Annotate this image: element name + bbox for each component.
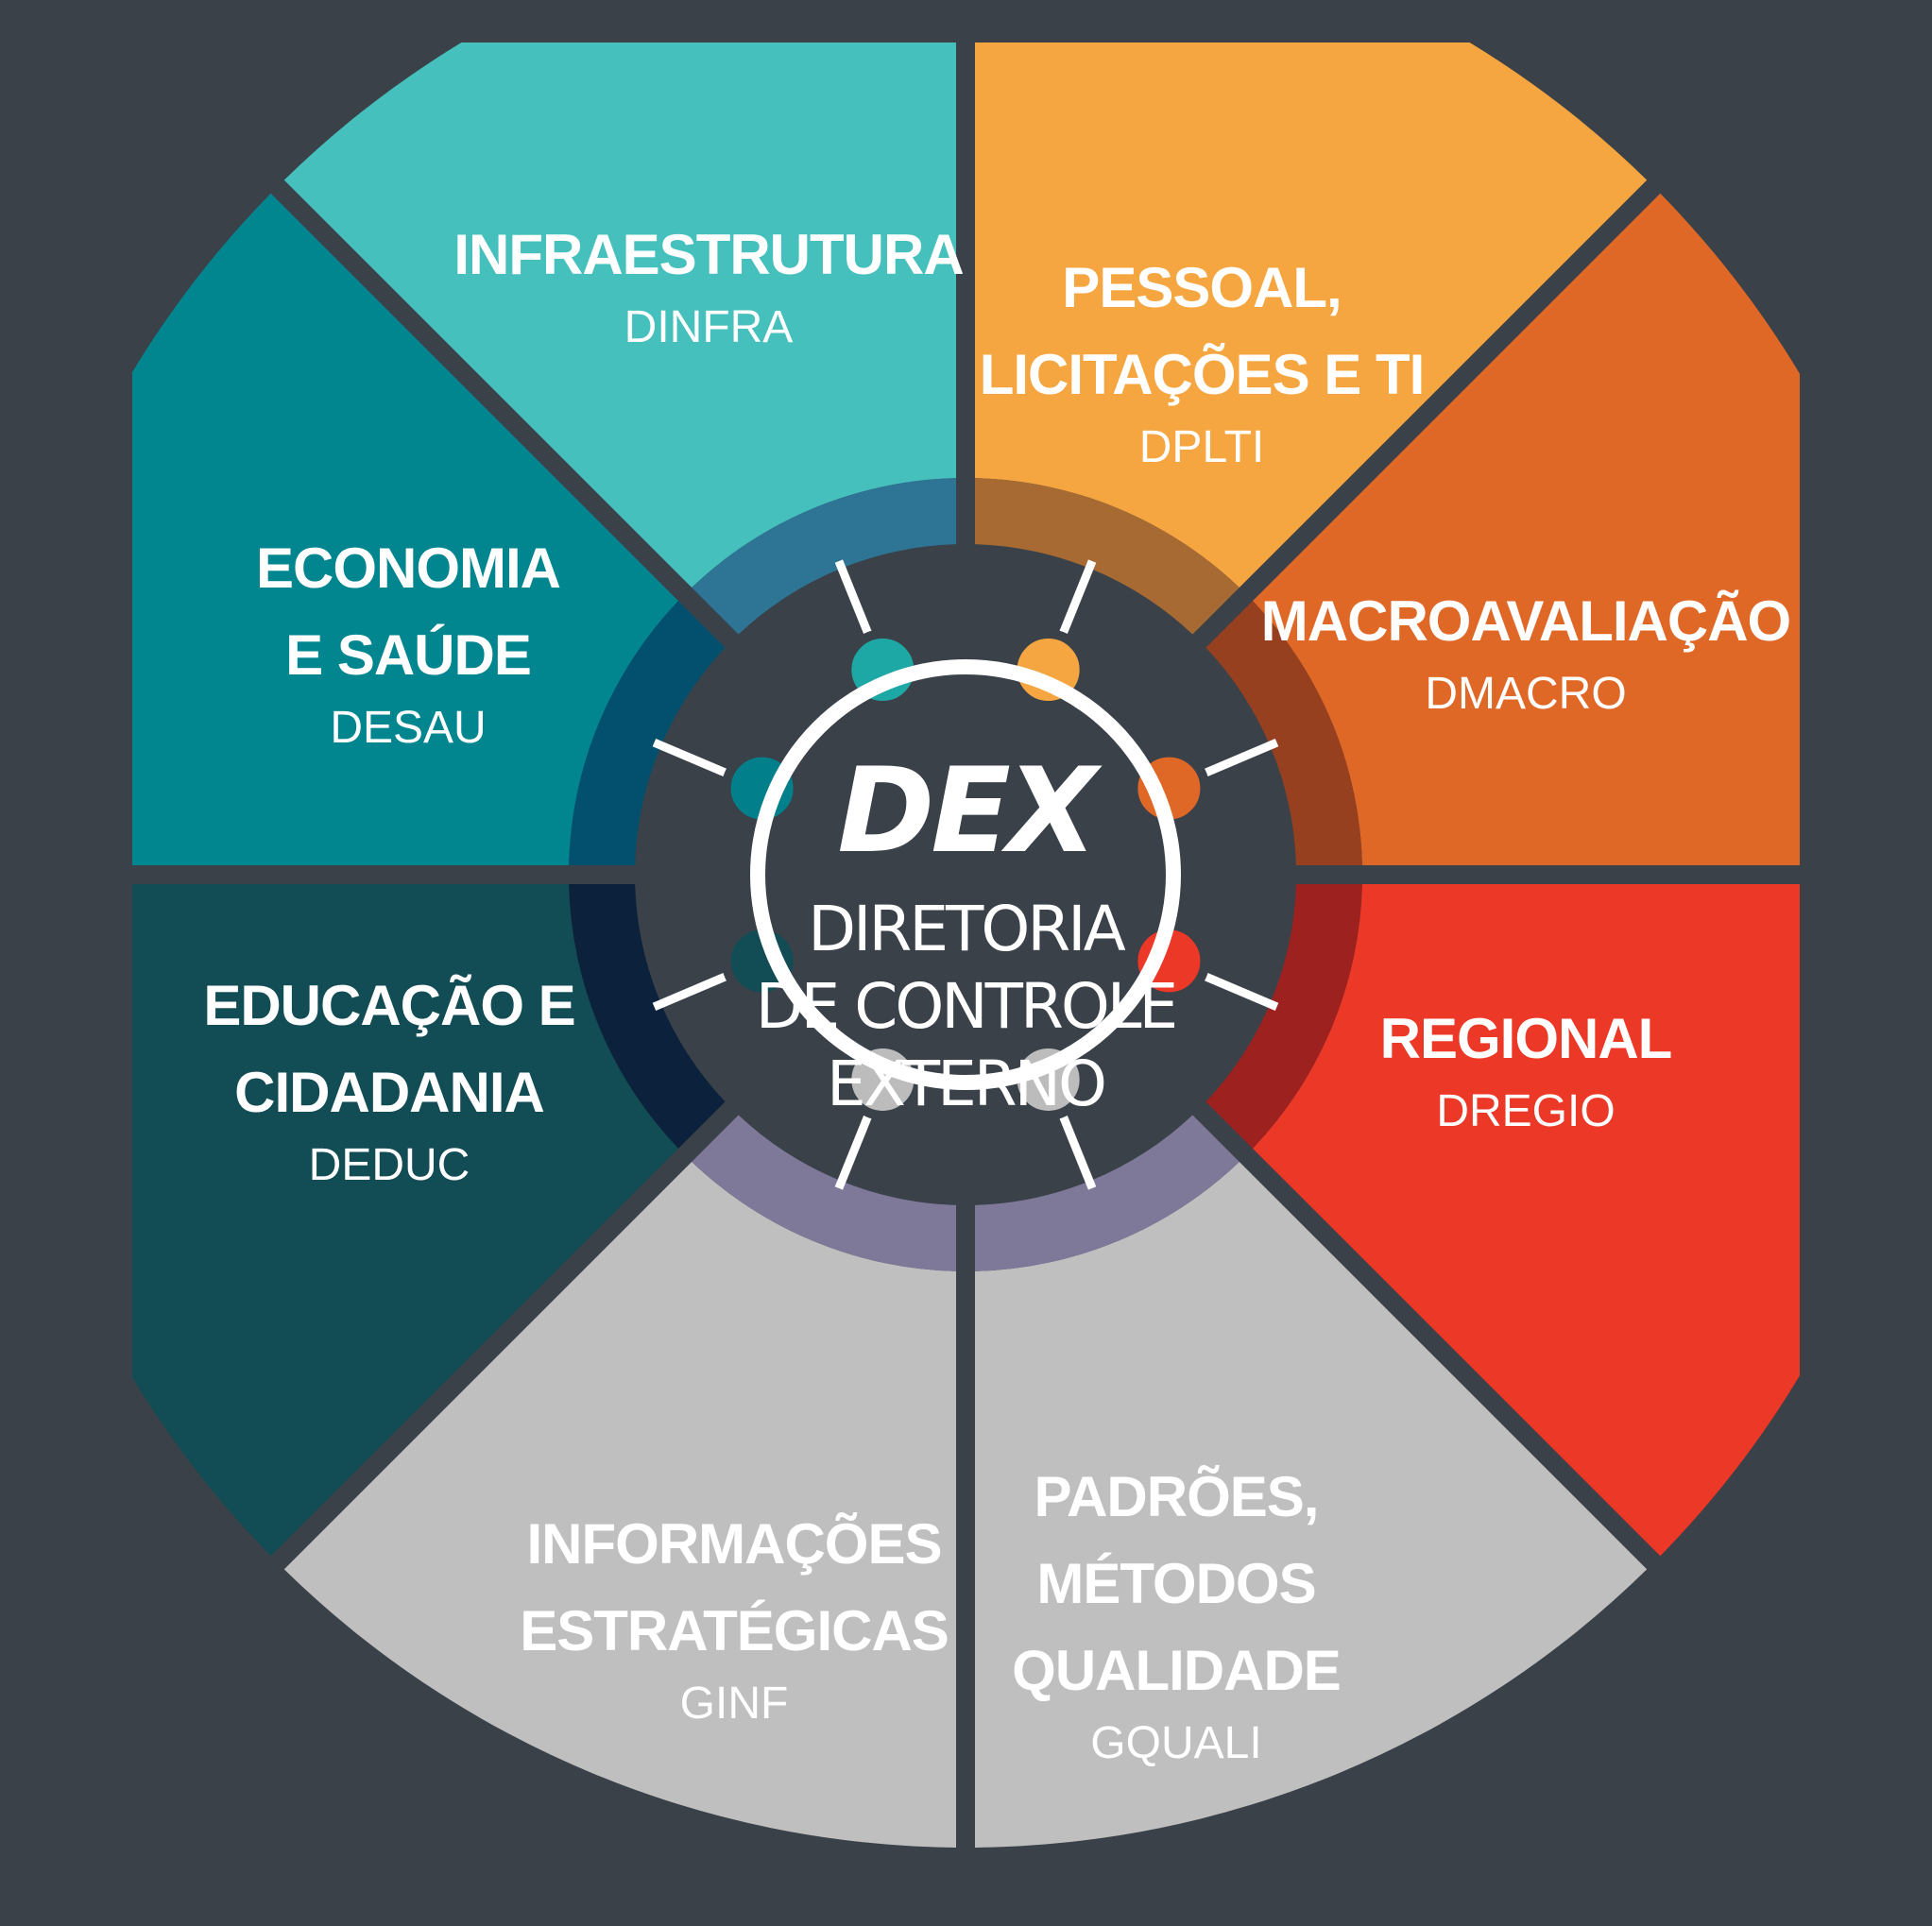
segment-abbr-economia: DESAU [330,703,486,753]
segment-macro [1205,193,1800,866]
dex-logo: DEX [837,743,1103,879]
segment-informacoes [283,1115,957,1848]
segment-title-padroes-1: PADRÕES, [1034,1465,1319,1528]
segment-abbr-padroes: GQUALI [1090,1718,1261,1768]
segment-title-pessoal-2: LICITAÇÕES E TI [980,343,1425,406]
segment-title-pessoal-1: PESSOAL, [1062,256,1341,319]
segments-layer [132,43,1800,1848]
segment-fill-regional [1252,883,1800,1557]
segment-title-macro-1: MACROAVALIAÇÃO [1261,589,1790,653]
center-title-line-2: DE CONTROLE [756,970,1176,1043]
segment-pessoal [974,43,1648,635]
segment-fill-infraestrutura [283,43,956,588]
segment-band-economia [569,601,726,866]
segment-abbr-infraestrutura: DINFRA [624,302,794,352]
segment-fill-macro [1252,193,1800,866]
segment-abbr-pessoal: DPLTI [1139,422,1264,472]
segment-abbr-educacao: DEDUC [309,1140,470,1190]
segment-title-informacoes-1: INFORMAÇÕES [527,1512,942,1576]
center-layer: DEX DIRETORIA DE CONTROLE EXTERNO [750,659,1181,1120]
segment-title-educacao-1: EDUCAÇÃO E [203,974,574,1037]
segment-title-economia-1: ECONOMIA [256,537,560,600]
segment-band-infraestrutura [692,478,957,635]
segment-abbr-regional: DREGIO [1436,1086,1615,1136]
segment-abbr-macro: DMACRO [1425,669,1626,719]
segment-band-padroes [974,1115,1240,1271]
segment-educacao [132,883,726,1557]
segment-title-informacoes-2: ESTRATÉGICAS [520,1599,949,1662]
segment-title-padroes-3: QUALIDADE [1012,1639,1341,1702]
segment-title-educacao-2: CIDADANIA [234,1061,544,1124]
segment-fill-educacao [132,883,679,1557]
center-ring [750,659,1181,1090]
segment-regional [1205,883,1800,1557]
segment-title-regional-1: REGIONAL [1380,1007,1672,1070]
center-title-line-1: DIRETORIA [808,893,1125,965]
segment-fill-informacoes [283,1161,957,1848]
segment-fill-pessoal [975,43,1648,588]
segment-fill-economia [132,193,679,866]
center-title-line-3: EXTERNO [827,1048,1104,1120]
segment-band-regional [1205,883,1362,1149]
segment-economia [132,193,726,866]
segment-infraestrutura [283,43,957,635]
segment-band-informacoes [692,1115,957,1271]
segment-band-educacao [569,883,726,1149]
segment-band-pessoal [974,478,1240,635]
segment-padroes [974,1115,1648,1848]
segment-title-padroes-2: MÉTODOS [1036,1552,1315,1615]
segment-band-macro [1205,601,1362,866]
segment-title-infraestrutura-1: INFRAESTRUTURA [453,223,963,286]
labels-layer: INFRAESTRUTURA DINFRA PESSOAL, LICITAÇÕES E… [203,223,1791,1768]
segment-abbr-informacoes: GINF [680,1679,789,1729]
segment-fill-padroes [974,1161,1648,1848]
segment-title-economia-2: E SAÚDE [285,623,531,687]
